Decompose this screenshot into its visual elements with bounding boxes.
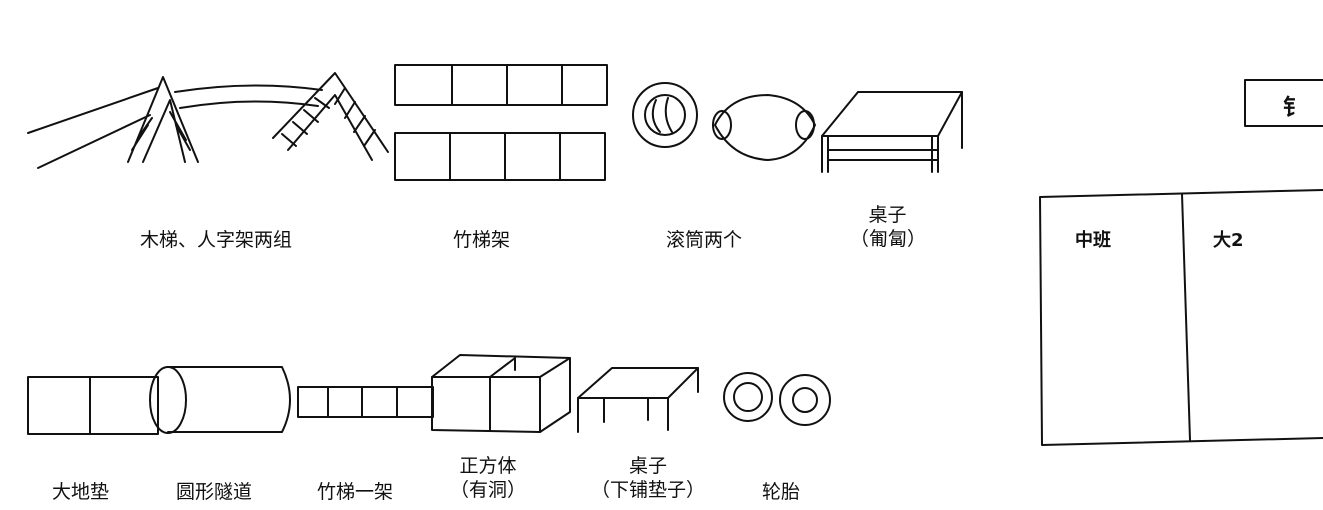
label-bamboo-ladder-frame: 竹梯架 [453, 229, 511, 251]
label-table-top-line1: 桌子 [868, 204, 907, 226]
side-panel-drawing [1040, 80, 1323, 445]
bamboo-ladder-one-drawing [298, 387, 433, 417]
side-column-2-label: 大2 [1213, 230, 1244, 251]
round-tunnel-drawing [150, 367, 290, 433]
label-rollers: 滚筒两个 [666, 229, 743, 251]
side-box-text: 钅 [1283, 96, 1306, 121]
label-tires: 轮胎 [762, 481, 801, 503]
big-mat-drawing [28, 377, 158, 434]
label-bamboo-ladder-one: 竹梯一架 [317, 481, 394, 503]
label-cube-line1: 正方体 [459, 455, 517, 477]
rollers-drawing [633, 83, 815, 160]
label-wooden-ladder: 木梯、人字架两组 [140, 229, 293, 251]
side-column-1-label: 中班 [1075, 230, 1111, 251]
label-table-bottom: 桌子 （下铺垫子） [588, 454, 708, 502]
table-top-drawing [822, 92, 962, 172]
tires-drawing [724, 373, 830, 425]
table-bottom-drawing [578, 368, 698, 432]
bamboo-ladder-frame-drawing [395, 65, 607, 180]
label-table-bottom-line1: 桌子 [628, 455, 667, 477]
label-round-tunnel: 圆形隧道 [176, 481, 253, 503]
label-cube-line2: （有洞） [449, 479, 526, 501]
label-big-mat: 大地垫 [52, 481, 110, 503]
label-table-top: 桌子 （匍匐） [850, 203, 927, 251]
label-table-bottom-line2: （下铺垫子） [590, 479, 705, 501]
label-cube: 正方体 （有洞） [448, 454, 528, 502]
cube-drawing [432, 355, 570, 432]
wooden-ladder-a-frame-drawing [28, 73, 388, 168]
label-table-top-line2: （匍匐） [850, 228, 927, 250]
